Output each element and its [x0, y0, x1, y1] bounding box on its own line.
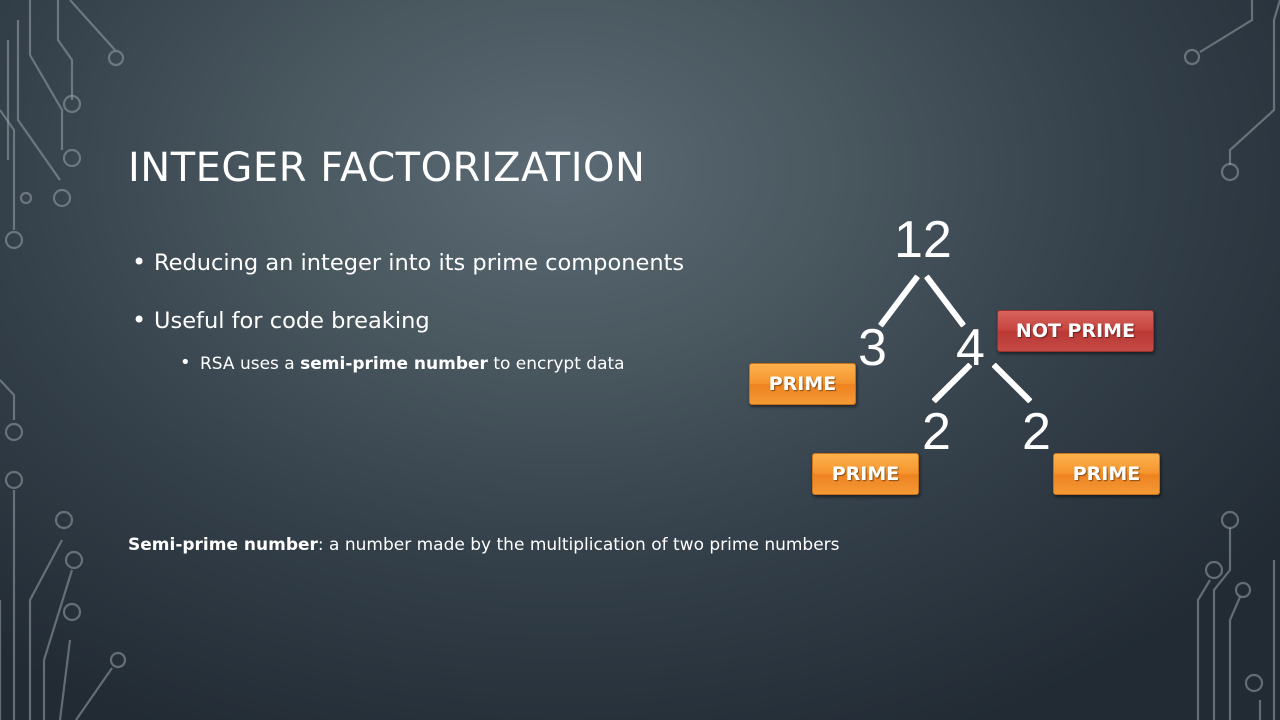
circuit-decoration-left: [0, 0, 127, 720]
tree-edge-four-left: [931, 362, 973, 404]
definition-term: Semi-prime number: [128, 535, 318, 555]
tree-node-leaf-left: 2: [922, 403, 951, 461]
bullet-list: Reducing an integer into its prime compo…: [132, 248, 752, 374]
factor-tree-diagram: 12 3 4 2 2 PRIME NOT PRIME PRIME PRIME: [740, 200, 1180, 520]
bullet-item: Useful for code breaking: [132, 306, 752, 334]
tree-edge-four-right: [991, 362, 1033, 404]
tree-node-root: 12: [894, 211, 952, 269]
sub-bullet-bold-term: semi-prime number: [300, 354, 488, 374]
prime-tag-leaf-left: PRIME: [812, 453, 919, 495]
sub-bullet-item: RSA uses a semi-prime number to encrypt …: [180, 352, 752, 374]
bullet-item: Reducing an integer into its prime compo…: [132, 248, 752, 276]
prime-tag-leaf-right: PRIME: [1053, 453, 1160, 495]
slide-title: INTEGER FACTORIZATION: [128, 144, 646, 191]
definition-line: Semi-prime number: a number made by the …: [128, 535, 840, 555]
tree-node-three: 3: [858, 319, 887, 377]
circuit-decoration-right: [1183, 0, 1280, 720]
prime-tag-three: PRIME: [749, 363, 856, 405]
sub-bullet-prefix: RSA uses a: [200, 354, 301, 374]
sub-bullet-suffix: to encrypt data: [487, 354, 625, 374]
not-prime-tag-four: NOT PRIME: [997, 310, 1154, 352]
tree-node-leaf-right: 2: [1022, 403, 1051, 461]
definition-text: : a number made by the multiplication of…: [317, 535, 840, 555]
